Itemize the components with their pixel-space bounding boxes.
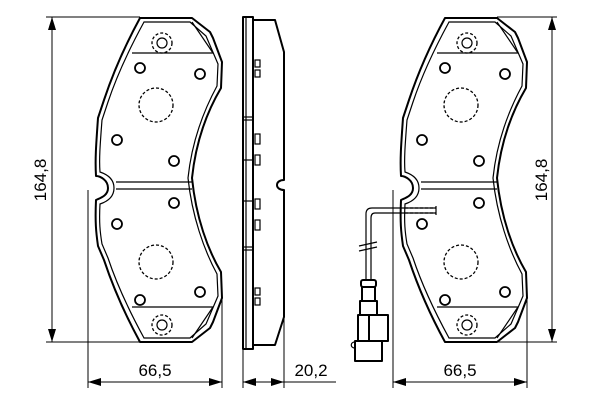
left-width-dimension: 66,5 [87,190,223,388]
right-width-dimension: 66,5 [392,190,528,388]
right-width-label: 66,5 [443,361,476,380]
wear-sensor [350,206,437,362]
rivet-icon [456,32,478,54]
side-profile-view [242,16,285,350]
right-brake-pad [399,17,528,343]
thickness-label: 20,2 [294,361,327,380]
rivet-icon [151,32,173,54]
piston-outline-icon [443,87,479,123]
thickness-dimension: 20,2 [242,317,336,388]
left-height-label: 164,8 [31,159,50,202]
clip-icon [254,59,261,306]
rivet-icon [151,314,173,336]
left-width-label: 66,5 [138,361,171,380]
left-brake-pad [94,17,223,343]
piston-outline-icon [138,244,174,280]
piston-outline-icon [138,87,174,123]
right-height-dimension: 164,8 [445,16,557,343]
rivet-icon [456,314,478,336]
piston-outline-icon [443,244,479,280]
left-height-dimension: 164,8 [31,16,140,343]
right-height-label: 164,8 [532,159,551,202]
